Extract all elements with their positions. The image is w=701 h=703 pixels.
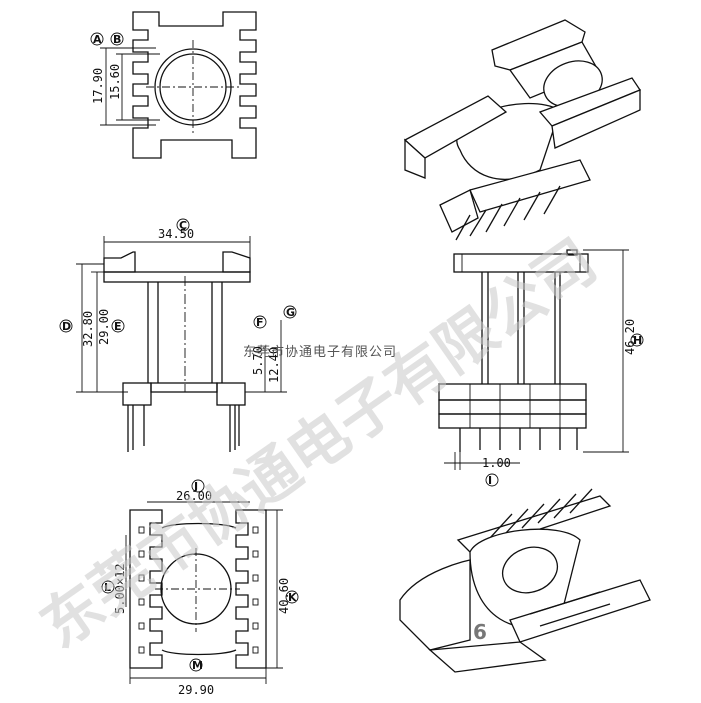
dim-29-00: 29.00 (97, 309, 111, 345)
dim-32-80: 32.80 (81, 311, 95, 347)
ref-K: K (288, 591, 297, 604)
dim-15-60: 15.60 (108, 64, 122, 100)
ref-C: C (179, 219, 187, 232)
dim-17-90: 17.90 (91, 68, 105, 104)
ref-M: M (192, 659, 203, 672)
isometric-view-top (403, 19, 641, 241)
dim-46-20: 46.20 (623, 319, 637, 355)
isometric-view-bottom (399, 488, 651, 673)
front-view-left: 34.50 C 32.80 29.00 D E 5.70 12.40 F G (59, 218, 297, 452)
dim-26-00: 26.00 (176, 489, 212, 503)
ref-F: F (256, 316, 264, 329)
dim-29-90: 29.90 (178, 683, 214, 697)
dim-34-50: 34.50 (158, 227, 194, 241)
ref-A: A (93, 33, 102, 46)
dim-1-00: 1.00 (482, 456, 511, 470)
page-number: 6 (473, 620, 487, 644)
ref-I: I (488, 474, 492, 487)
ref-H: H (633, 334, 642, 347)
ref-D: D (62, 320, 71, 333)
dim-12-40: 12.40 (267, 347, 281, 383)
ref-G: G (286, 306, 295, 319)
ref-B: B (113, 33, 121, 46)
ref-L: L (104, 581, 111, 594)
ref-J: J (193, 480, 198, 493)
dim-40-60: 40.60 (277, 578, 291, 614)
dim-5-00x12: 5.00×12 (113, 563, 127, 614)
bottom-view: 26.00 J 5.00×12 L 40.60 K M 29.90 (101, 479, 299, 697)
end-view-top: 17.90 15.60 A B (90, 11, 257, 159)
horizontal-watermark: 东莞市协通电子有限公司 (243, 344, 397, 360)
ref-E: E (114, 320, 122, 333)
side-view-right: 46.20 H 1.00 I (438, 249, 644, 487)
dim-5-70: 5.70 (251, 346, 265, 375)
